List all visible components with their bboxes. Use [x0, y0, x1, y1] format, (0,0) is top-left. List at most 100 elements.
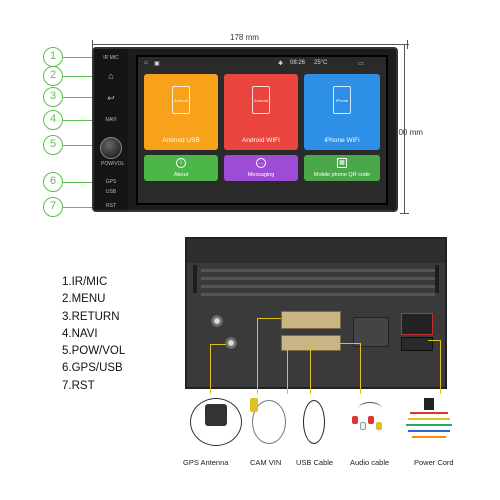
heatsink-fin: [201, 269, 435, 272]
tile-messaging[interactable]: … Messaging: [224, 155, 298, 181]
callout-3-leader: [63, 97, 103, 98]
wire-line: [310, 343, 311, 394]
connector-upper: [281, 311, 341, 329]
accessory-label-usb-cable: USB Cable: [296, 458, 334, 467]
callout-5-leader: [63, 145, 103, 146]
back-top-strip: [187, 239, 445, 263]
legend-item: 1.IR/MIC: [62, 276, 108, 288]
callout-5: 5: [43, 135, 63, 155]
app-icon: ▣: [154, 61, 160, 67]
gps-port-label: GPS: [105, 179, 117, 185]
tile-label: Android WIFI: [242, 137, 280, 144]
navi-button[interactable]: NAVI: [105, 117, 117, 123]
ir-text: IR: [103, 55, 109, 61]
callout-7-leader: [63, 207, 103, 208]
tile-about[interactable]: i About: [144, 155, 218, 181]
head-unit-front: IR MIC ⌂ ↩ NAVI POW/VOL GPS USB RST ⌂ ▣ …: [92, 47, 398, 212]
menu-button[interactable]: ⌂: [101, 69, 121, 83]
status-time: 08:26: [290, 60, 306, 66]
phone-icon: Android: [172, 86, 190, 114]
tile-label: iPhone WiFi: [324, 137, 360, 144]
phone-icon: Android: [252, 86, 270, 114]
button-legend: 1.IR/MIC 2.MENU 3.RETURN 4.NAVI 5.POW/VO…: [62, 274, 125, 395]
usb-port-label: USB: [105, 189, 117, 195]
phone-icon: iPhone: [333, 86, 351, 114]
powvol-label: POW/VOL: [101, 161, 125, 167]
touch-screen: ⌂ ▣ ✱ 08:26 25°C ▭ Android Android USB A…: [136, 55, 388, 205]
heatsink-fin: [201, 277, 435, 280]
width-dimension-line: [92, 40, 408, 49]
status-temp: 25°C: [314, 60, 328, 66]
status-bar: ⌂ ▣ ✱ 08:26 25°C ▭: [138, 57, 386, 71]
rst-button[interactable]: RST: [106, 203, 116, 209]
qr-code-icon: ▦: [337, 158, 347, 168]
wire-line: [257, 318, 258, 394]
tile-label: Android USB: [162, 137, 200, 144]
callout-4: 4: [43, 110, 63, 130]
legend-item: 3.RETURN: [62, 310, 120, 323]
legend-item: 7.RST: [62, 379, 95, 392]
usb-cable-image: [303, 400, 325, 444]
tile-label: Mobile phone QR code: [313, 172, 371, 178]
heatsink-fin: [201, 285, 435, 288]
height-dimension-line: [400, 44, 409, 214]
cam-cable-image: [252, 400, 286, 444]
usb-port-block: [353, 317, 389, 347]
power-connector-lower: [401, 337, 433, 351]
connector-lower: [281, 335, 341, 351]
wire-line: [340, 343, 360, 344]
wire-line: [428, 340, 440, 341]
legend-item: 5.POW/VOL: [62, 345, 126, 358]
accessory-label-cam-vin: CAM VIN: [250, 458, 282, 467]
legend-item: 4.NAVI: [62, 327, 98, 340]
gps-jack: [225, 337, 237, 349]
return-button[interactable]: ↩: [101, 91, 121, 105]
wire-line: [210, 344, 226, 345]
antenna-jack: [211, 315, 223, 327]
info-icon: i: [176, 158, 186, 168]
rca-yellow-plug: [250, 398, 258, 412]
vent-slot: [435, 265, 439, 293]
window-icon: ▭: [358, 61, 364, 67]
callout-6: 6: [43, 172, 63, 192]
power-cord-image: [404, 398, 454, 446]
mic-text: MIC: [109, 55, 119, 61]
audio-cable-image: [350, 402, 390, 438]
tile-android-wifi[interactable]: Android Android WIFI: [224, 74, 298, 150]
wire-line: [287, 343, 288, 394]
height-label: 100 mm: [394, 128, 423, 137]
width-label: 178 mm: [230, 33, 259, 42]
callout-2-leader: [63, 76, 103, 77]
control-side-panel: IR MIC ⌂ ↩ NAVI POW/VOL GPS USB RST: [94, 49, 128, 210]
wire-line: [440, 340, 441, 394]
home-icon: ⌂: [108, 71, 114, 81]
tile-iphone-wifi[interactable]: iPhone iPhone WiFi: [304, 74, 380, 150]
heatsink-fin: [201, 293, 435, 296]
home-icon: ⌂: [144, 60, 148, 66]
callout-1: 1: [43, 47, 63, 67]
callout-4-leader: [63, 120, 103, 121]
vent-slot: [193, 265, 197, 293]
tile-label: Messaging: [247, 172, 275, 178]
callout-1-leader: [63, 57, 103, 58]
tile-android-usb[interactable]: Android Android USB: [144, 74, 218, 150]
bluetooth-icon: ✱: [278, 61, 284, 67]
callout-6-leader: [63, 182, 103, 183]
wire-line: [360, 343, 361, 394]
wire-line: [257, 318, 281, 319]
return-icon: ↩: [107, 93, 115, 103]
legend-item: 6.GPS/USB: [62, 362, 123, 375]
accessory-label-audio-cable: Audio cable: [350, 458, 390, 467]
tile-label: About: [173, 172, 189, 178]
ir-mic-label: IR MIC: [101, 51, 121, 65]
legend-item: 2.MENU: [62, 293, 106, 306]
message-icon: …: [256, 158, 266, 168]
callout-3: 3: [43, 87, 63, 107]
wire-line: [210, 344, 211, 394]
accessory-label-power-cord: Power Cord: [414, 458, 454, 467]
tile-qr-code[interactable]: ▦ Mobile phone QR code: [304, 155, 380, 181]
power-connector: [401, 313, 433, 335]
gps-cable-image: [190, 398, 242, 446]
power-volume-knob[interactable]: [100, 137, 122, 159]
head-unit-back-panel: [185, 237, 447, 389]
